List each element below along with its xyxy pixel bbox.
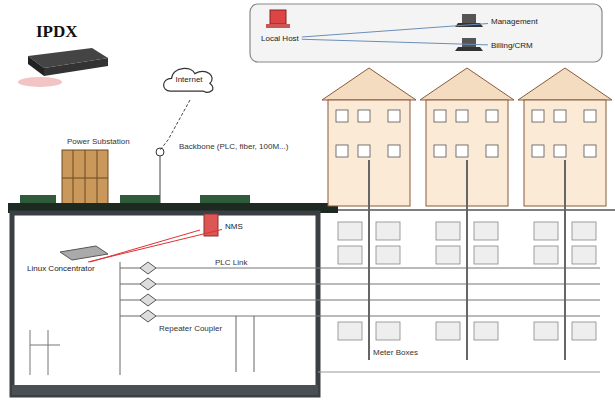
part-label: Repeater Coupler <box>158 324 223 333</box>
node-text: Local Host <box>261 34 299 43</box>
diagram-title: IPDX <box>36 22 78 42</box>
part-label: Power Substation <box>66 137 131 146</box>
part-label: Backbone (PLC, fiber, 100M...) <box>178 142 289 151</box>
device-label: Billing/CRM <box>488 39 536 52</box>
part-label: PLC Link <box>214 258 248 267</box>
node-text: Linux Concentrator <box>27 264 95 273</box>
device-label: NMS <box>222 220 246 233</box>
cloud-node: Internet <box>160 64 218 96</box>
network-link <box>302 24 488 38</box>
device-label: Linux Concentrator <box>24 262 98 275</box>
node-text: Management <box>491 17 538 26</box>
network-link <box>88 229 222 262</box>
device-label: Local Host <box>258 32 302 45</box>
device-label: Management <box>488 15 541 28</box>
node-text: NMS <box>225 222 243 231</box>
part-label: Meter Boxes <box>372 348 419 357</box>
node-text: Billing/CRM <box>491 41 533 50</box>
node-text: Internet <box>175 75 202 84</box>
network-link <box>302 39 488 45</box>
